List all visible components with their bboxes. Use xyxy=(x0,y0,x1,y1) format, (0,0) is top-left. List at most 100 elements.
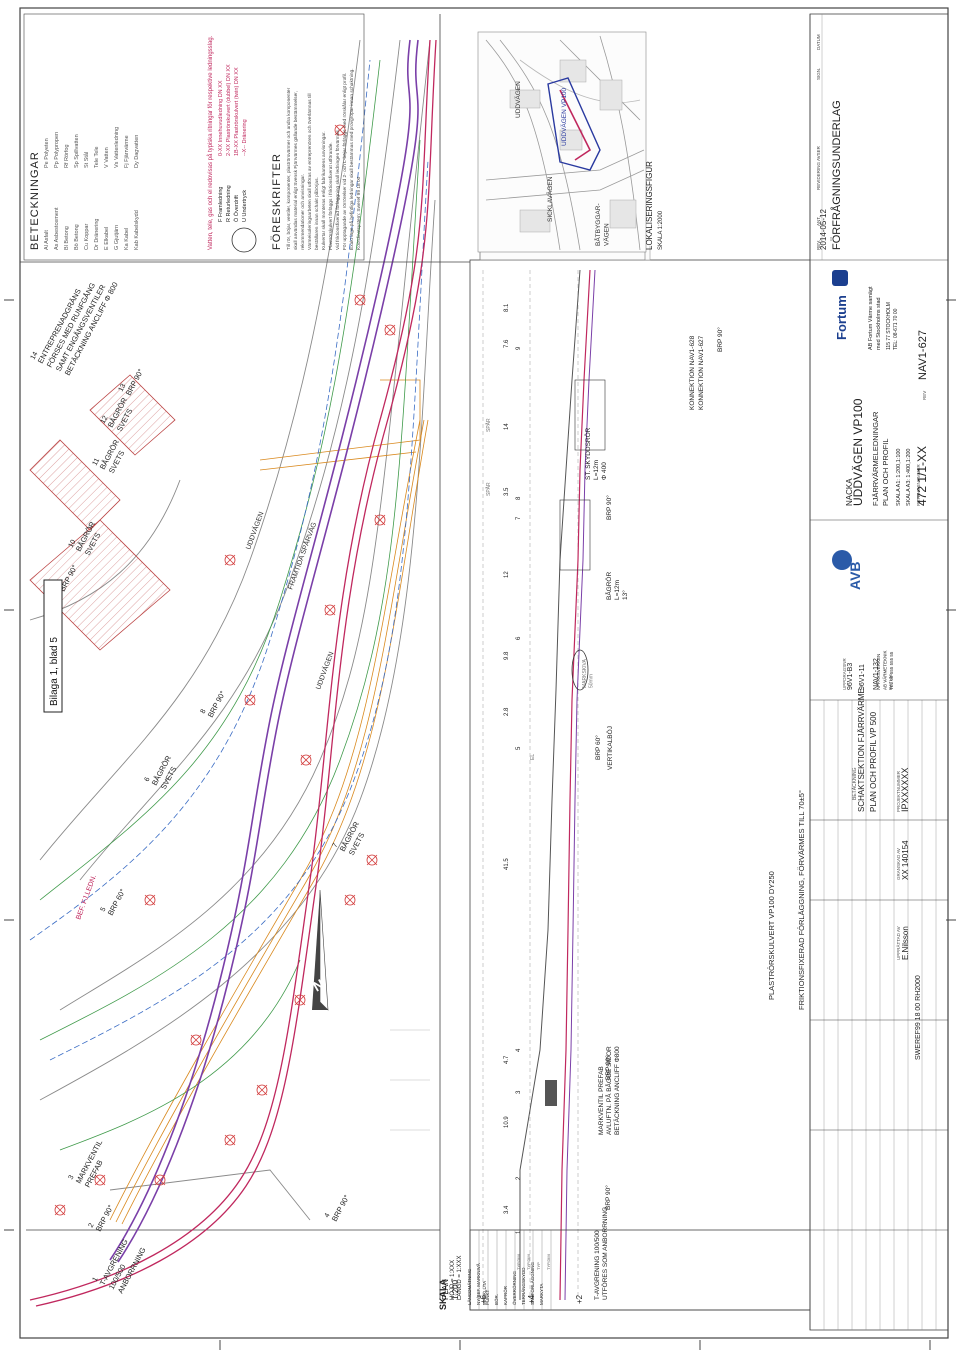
legend-row-line: Fj Fjärrvärme xyxy=(124,135,130,168)
tree-marker xyxy=(334,124,346,136)
tree-marker xyxy=(384,324,396,336)
table-length: 3.4 xyxy=(504,1205,510,1214)
tb-client-line-1-line: AB Fortum Värme samägt xyxy=(868,286,874,350)
legend-row-line: Sp Spillvatten xyxy=(74,134,80,168)
table-point-line: 3 xyxy=(516,1090,522,1094)
tb-stage: FÖRFRÅGNINGSUNDERLAG xyxy=(830,100,843,250)
legend-symbol-note-line: 1B-XX Plaströrskulvert (twin) DN XX xyxy=(234,67,240,156)
markventil-symbol xyxy=(545,1080,557,1106)
legend-row: Rf Rörfog xyxy=(64,144,70,168)
tree-marker xyxy=(224,554,236,566)
note-line: skall användas material enligt Svensk Fj… xyxy=(293,91,299,250)
tb-drawing-type-line: PLAN OCH PROFIL VP 500 xyxy=(869,711,878,812)
table-row-label: TERRÄNGSKYDD xyxy=(520,1267,526,1305)
loc-scale-line: SKALA 1:2000 xyxy=(658,210,664,250)
loc-label-batbyggarvagen-line: BÅTBYGGAR- xyxy=(593,203,602,246)
profile-label-line: BRP 60° xyxy=(594,735,602,760)
legend-row-line: Al Asfalt xyxy=(44,230,50,250)
callout-number: 7 xyxy=(332,842,340,849)
tb-label-upprattad-line: UPPRÄTTAD AV xyxy=(895,926,901,960)
table-row-label: LÄNGDMÄTNING xyxy=(466,1268,472,1305)
tb-project-sub-2: PLAN OCH PROFIL xyxy=(881,438,890,506)
table-length: 2.8 xyxy=(504,707,510,716)
tb-project-title: UDDVÄGEN VP100 xyxy=(851,398,865,506)
table-point: 8 xyxy=(516,496,522,500)
profile-label-line: L=12m xyxy=(593,460,600,480)
legend-row-line: E Elkabel xyxy=(104,227,110,250)
tele-lines xyxy=(29,59,429,1061)
legend-row: Vs Vattenledning xyxy=(114,127,120,168)
road-edges xyxy=(29,39,436,1221)
legend-row: As Asbestcement xyxy=(54,207,60,250)
note-line-line: skall användas material enligt Svensk Fj… xyxy=(293,91,299,250)
table-length-line: 41.5 xyxy=(504,858,510,870)
tb-scale-a3: SKALA A3: 1:400,1:200 xyxy=(906,449,912,507)
table-length-line: 14 xyxy=(504,423,510,430)
legend-row: E Elkabel xyxy=(104,227,110,250)
loc-label-vp-line: UDDVÄGEN VP100 xyxy=(560,87,568,146)
tb-doc-nr-label: UPPDRAGSNR xyxy=(842,657,847,690)
legend-symbol-line: R Returledning xyxy=(226,185,232,222)
consultant-logo-mark xyxy=(832,550,852,570)
legend-symbol-note-line: 2-XX Plaströrskulvert (dubbel) DN XX xyxy=(226,64,232,156)
legend-row-line: Tele Tele xyxy=(94,146,100,168)
legend-symbol-line: Ö Överdrift xyxy=(233,195,240,222)
legend-symbol-note: --X-- Dränering xyxy=(242,119,248,156)
tb-label-granskad: GRANSKAD AV xyxy=(896,848,901,880)
tb-project-sub-2-line: PLAN OCH PROFIL xyxy=(881,438,890,506)
loc-block xyxy=(519,209,551,233)
tree-marker xyxy=(366,854,378,866)
plan-grid xyxy=(390,1029,430,1131)
table-length: 4.7 xyxy=(504,1055,510,1064)
loc-scale: SKALA 1:2000 xyxy=(658,210,664,250)
tb-rev-header: REVIDERING AVSER xyxy=(816,145,821,190)
table-length-line: 4.7 xyxy=(504,1055,510,1064)
legend-symbol-line: U Undertryck xyxy=(242,190,248,222)
table-row-label-line: BÖR. xyxy=(493,1294,499,1305)
legend-row: Dr Dränering xyxy=(94,219,100,250)
profile-label-line: 13° xyxy=(621,590,629,600)
profile-label-line: UTFÖRES SOM ANBORRNING xyxy=(601,1207,609,1300)
legend-row-line: Dy Dagvatten xyxy=(134,135,140,168)
table-point: 2 xyxy=(516,1176,522,1180)
callout-text: BRP 90° xyxy=(330,1193,351,1223)
table-length: 8.1 xyxy=(504,303,510,312)
tb-client-logo: Fortum xyxy=(834,295,849,340)
tb-consultant-addr-line: AB VÄRMETEKNIK xyxy=(882,650,888,690)
tb-project-place: NACKA xyxy=(845,478,854,506)
tb-client-addr-line: 115 77 STOCKHOLM xyxy=(886,302,892,350)
tb-date-line: 2014-05-12 xyxy=(819,209,828,250)
profile-small-label-line: MARKSKIVA xyxy=(582,659,588,688)
tree-marker xyxy=(324,604,336,616)
tree-marker xyxy=(344,894,356,906)
table-point: 1 xyxy=(516,1230,522,1234)
tb-doc-nr-2: 96V1-11 xyxy=(859,664,866,690)
tb-stage-line: FÖRFRÅGNINGSUNDERLAG xyxy=(830,100,843,250)
tree-marker xyxy=(224,1134,236,1146)
legend-row: G Gjutjärn xyxy=(114,225,120,250)
table-length-line: 12 xyxy=(504,571,510,578)
legend-row-line: St Stål xyxy=(83,152,90,168)
legend-symbol-note: 1B-XX Plaströrskulvert (twin) DN XX xyxy=(234,67,240,156)
profile-label-line: KONNEKTION NAV1-628 xyxy=(689,335,696,410)
tree-marker xyxy=(244,694,256,706)
profile-small-label: SPÅR xyxy=(485,418,492,432)
table-point: 7 xyxy=(516,516,522,520)
loc-street xyxy=(499,39,581,251)
profile-view: +6 +4 +2 PLASTRÖRSKULVERT VP100 DY250 FR… xyxy=(438,259,811,1311)
legend-row: Ka Kabel xyxy=(124,228,130,250)
plan-label: PLAN xyxy=(441,1279,450,1300)
profile-pipe-2 xyxy=(564,269,596,1301)
note-line-line: beställaren innan schakt påbörjas. xyxy=(313,177,320,250)
table-type-label-line: TYP.DIM xyxy=(546,1254,551,1270)
tb-label-ritningsnr: RITNINGSNUMMER xyxy=(916,464,921,506)
profile-scale-l: LÄNGD = 1:XXX xyxy=(456,1255,463,1300)
profile-pipe xyxy=(559,269,591,1301)
profile-label-line: ST. SKYDDSRÖR xyxy=(584,427,592,480)
